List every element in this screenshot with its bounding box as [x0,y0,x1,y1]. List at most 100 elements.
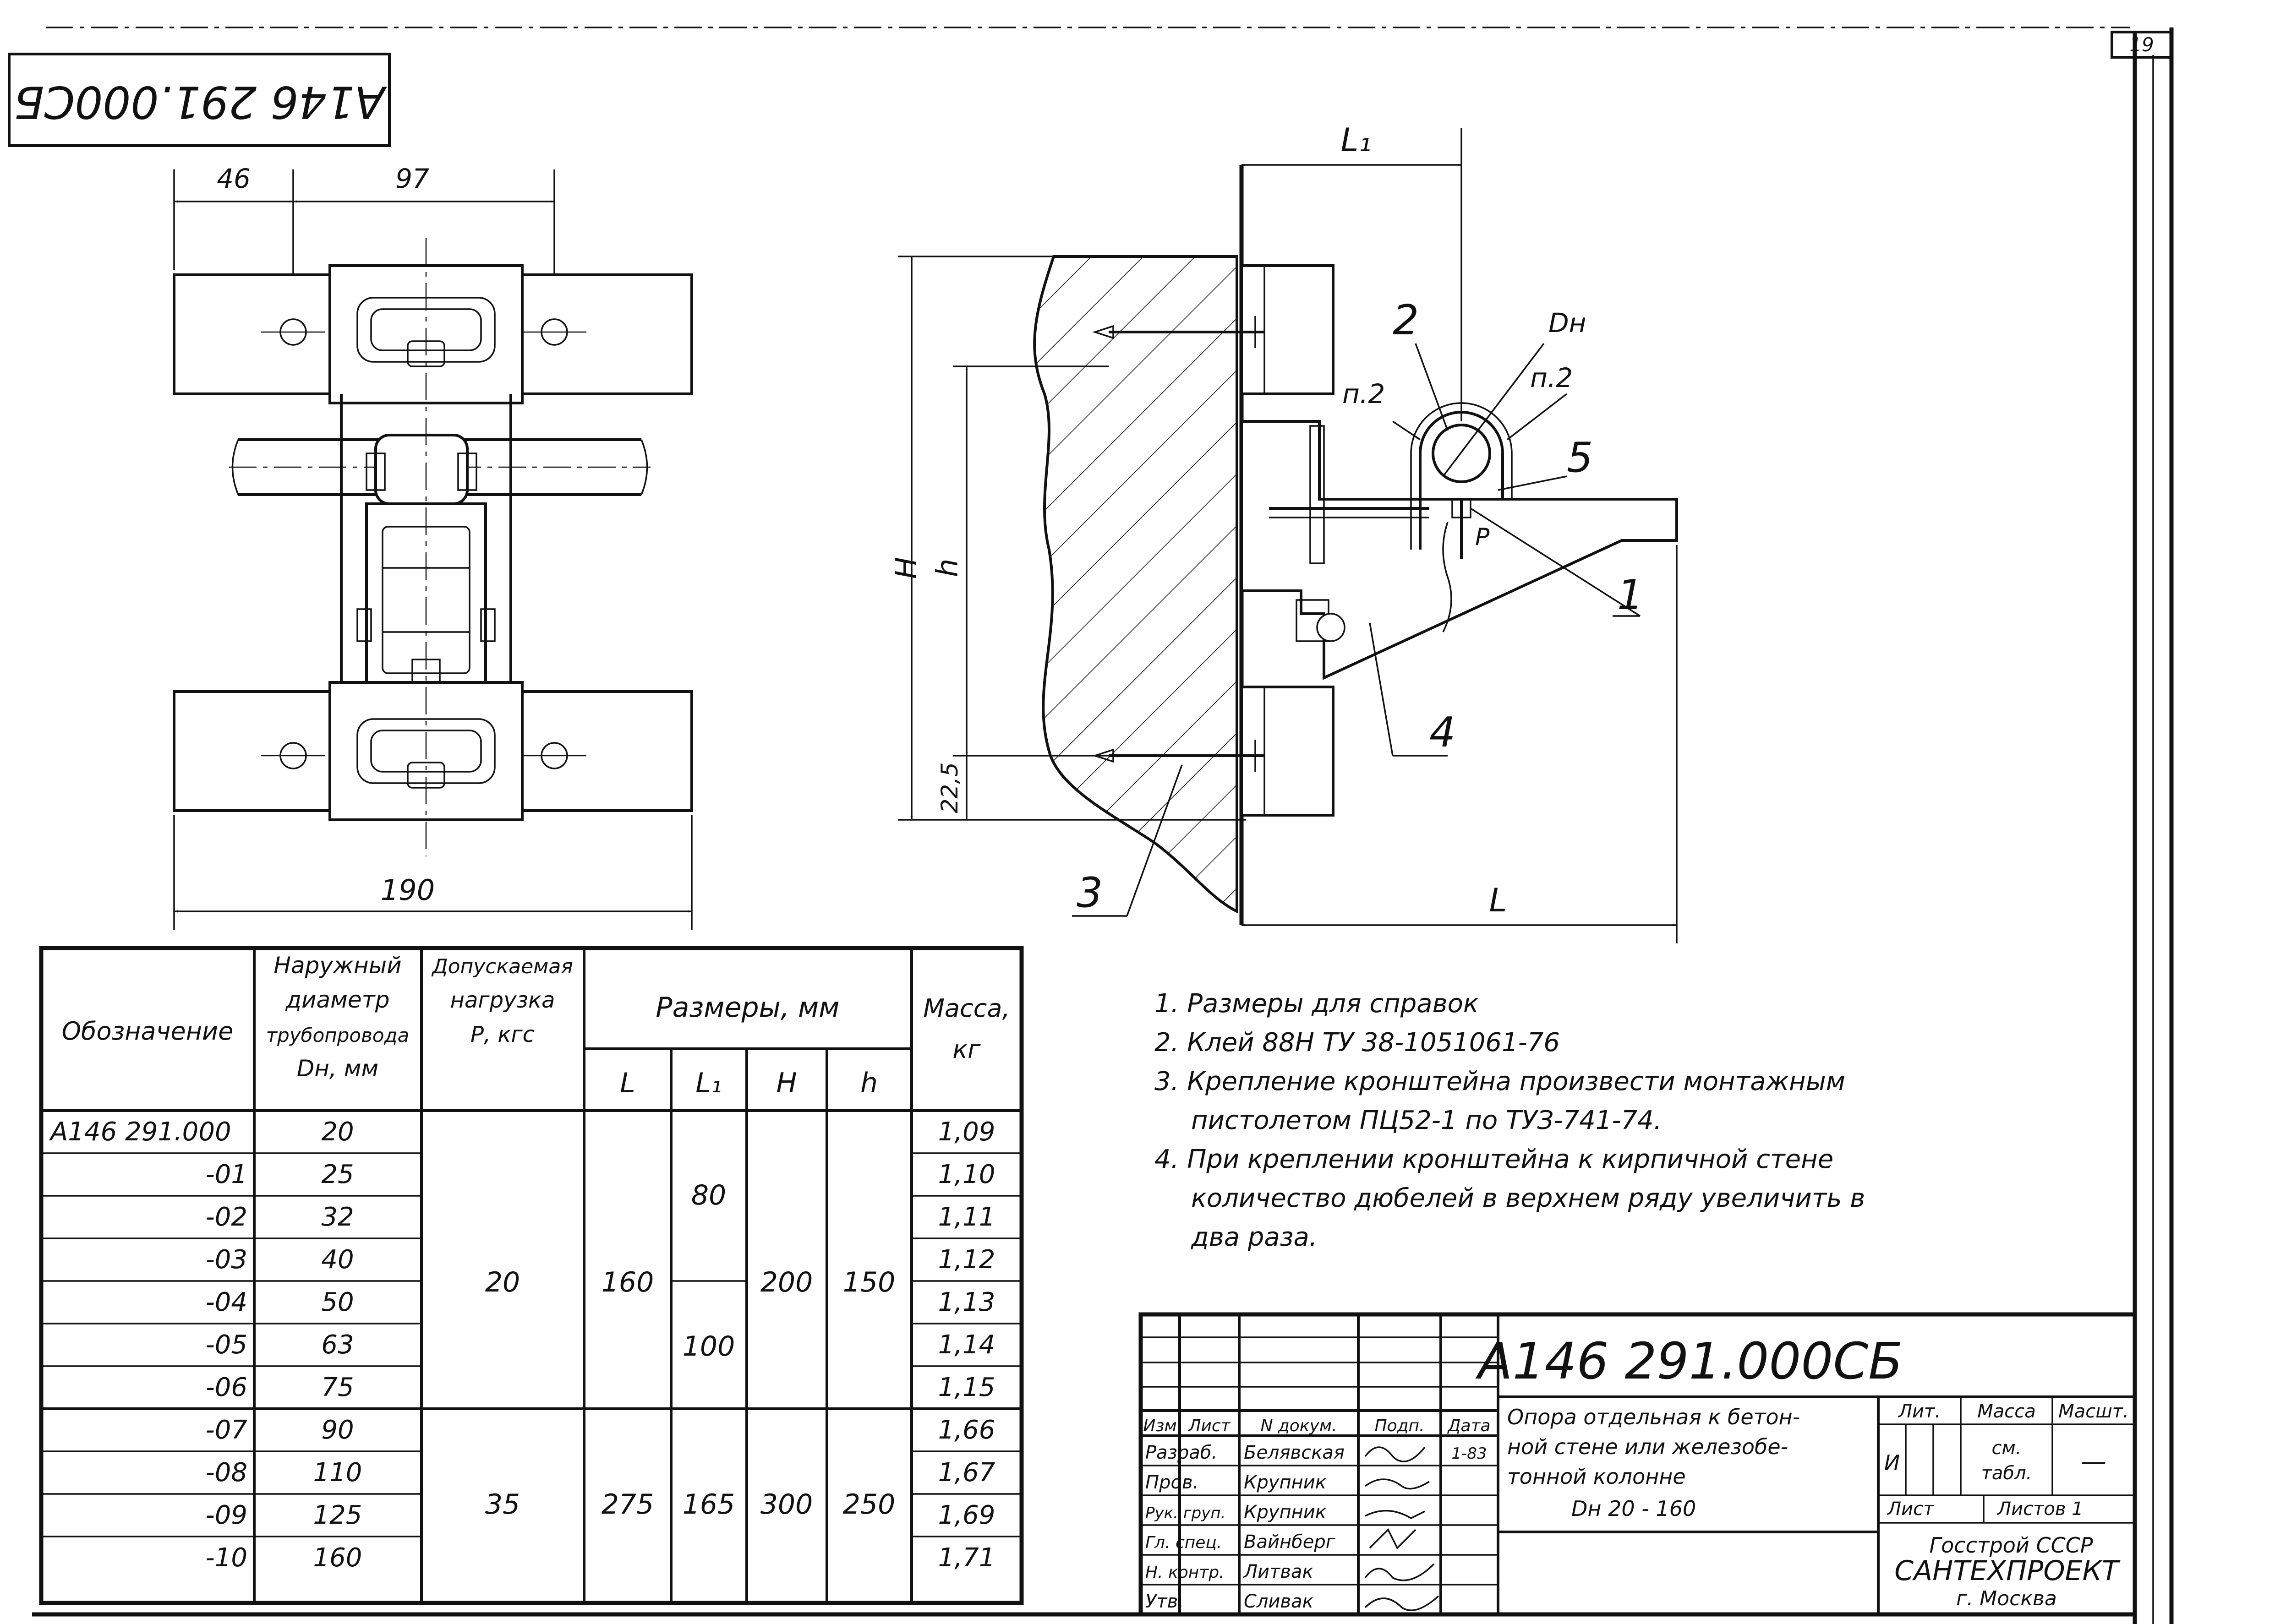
tb-mass-value-1: см. [1992,1438,2022,1459]
row-dn: 125 [313,1500,362,1530]
dim-h-label: h [931,559,965,578]
row-mass: 1,10 [938,1160,995,1189]
row-code: -09 [206,1500,247,1530]
row-code: -04 [206,1287,247,1317]
dim-L1-label: L₁ [1340,121,1371,159]
row-code: -06 [206,1373,247,1402]
group-2-L1: 165 [683,1488,735,1520]
header-load-1: Допускаемая [431,955,573,978]
dim-L-label: L [1489,882,1507,919]
dim-22-5-label: 22,5 [936,762,963,813]
tb-org-1: Госстрой СССР [1929,1533,2093,1558]
row-code: -05 [206,1330,247,1360]
row-dn: 110 [313,1458,362,1488]
front-view: 46 97 [173,163,693,930]
note-3-cont: пистолетом ПЦ52-1 по ТУЗ-741-74. [1191,1106,1662,1135]
group-2-H: 300 [760,1488,813,1520]
signatures [1364,1446,1439,1611]
staff-name: Сливак [1244,1591,1313,1612]
tb-scale-value: — [2081,1447,2106,1477]
staff-role: Пров. [1145,1472,1198,1493]
header-mass-2: кг [953,1035,981,1064]
dn-leader [1442,343,1545,477]
staff-role: Утв. [1145,1591,1184,1612]
row-mass: 1,14 [938,1330,995,1360]
header-mass-1: Масса, [923,994,1010,1023]
row-mass: 1,66 [938,1415,995,1445]
note-4-cont: количество дюбелей в верхнем ряду увелич… [1191,1183,1865,1213]
note-ref-left: п.2 [1342,378,1385,409]
tb-col-izm: Изм [1143,1417,1176,1435]
row-dn: 75 [321,1373,354,1402]
staff-name: Литвак [1243,1561,1313,1582]
wall-section [1033,255,1238,914]
row-mass: 1,11 [938,1202,995,1232]
header-size-h: h [860,1067,878,1099]
title-block: Изм Лист N докум. Подп. Дата Разраб. Бел… [1138,1312,2137,1617]
staff-role: Разраб. [1145,1442,1217,1463]
group-1-L: 160 [602,1266,654,1298]
tb-lit-value: И [1884,1450,1900,1475]
group-2-h: 250 [843,1488,896,1520]
row-dn: 40 [321,1245,354,1275]
tb-staff: Разраб. Белявская 1-83 Пров. Крупник Рук… [1145,1442,1487,1612]
staff-role: Гл. спец. [1145,1533,1222,1552]
group-2-L: 275 [602,1488,654,1520]
row-mass: 1,13 [938,1287,995,1317]
load-label: P [1475,523,1490,551]
note-ref-right: п.2 [1530,362,1573,393]
row-mass: 1,15 [938,1373,995,1402]
side-bottom-plate [1240,686,1334,817]
rotated-code-box: А146 291.000СБ [8,53,391,147]
row-code: -02 [206,1202,247,1232]
row-mass: 1,67 [938,1458,995,1488]
header-diameter-2: диаметр [285,986,389,1013]
header-diameter-4: Dн, мм [297,1055,378,1082]
row-dn: 160 [313,1543,362,1573]
header-diameter-3: трубопровода [266,1024,410,1046]
header-designation: Обозначение [62,1017,234,1046]
title-block-border [1138,1312,2137,1617]
tb-scale-label: Масшт. [2058,1401,2129,1422]
row-code: -10 [206,1543,247,1573]
staff-role: Рук. груп. [1145,1504,1225,1522]
row-mass: 1,12 [938,1245,995,1275]
callout-5: 5 [1567,434,1593,482]
row-dn: 63 [321,1330,354,1360]
rotated-code: А146 291.000СБ [14,76,387,128]
group-1-load: 20 [485,1266,520,1298]
tb-col-sign: Подп. [1375,1417,1425,1435]
callout-1: 1 [1617,571,1643,619]
tb-col-doc: N докум. [1261,1417,1337,1435]
note-4-end: два раза. [1191,1222,1318,1252]
tb-sheet-label: Лист [1887,1499,1935,1520]
notes: 1. Размеры для справок 2. Клей 88Н ТУ 38… [1154,989,1865,1252]
tb-mass-label: Масса [1977,1401,2036,1422]
group-1-h: 150 [843,1266,896,1298]
row-mass: 1,71 [938,1543,995,1573]
side-view: P п.2 п.2 Dн 2 5 1 4 3 L₁ L [890,121,1678,943]
tb-org-2: САНТЕХПРОЕКТ [1894,1555,2121,1587]
sheet-number-box [2111,31,2173,59]
callout-3: 3 [1077,869,1103,917]
group-1-H: 200 [760,1266,813,1298]
header-load-2: нагрузка [450,987,555,1013]
row-dn: 25 [321,1160,354,1189]
note-1: 1. Размеры для справок [1154,989,1479,1019]
pipe-section [1432,424,1491,483]
tb-sheets-label: Листов 1 [1996,1499,2084,1520]
pipe-clamp [374,434,469,505]
row-dn: 32 [321,1202,354,1232]
dim-H-label: H [890,557,924,579]
table-border [39,946,1024,1605]
header-size-L1: L₁ [695,1067,722,1099]
tb-title-2: ной стене или железобе- [1507,1434,1788,1459]
callout-4: 4 [1429,708,1455,757]
header-size-L: L [620,1067,635,1099]
row-dn: 50 [321,1287,354,1317]
dn-label: Dн [1548,307,1586,338]
row-dn: 20 [321,1117,354,1147]
staff-name: Крупник [1244,1472,1326,1493]
side-top-plate [1240,264,1334,395]
staff-name: Вайнберг [1244,1531,1336,1553]
